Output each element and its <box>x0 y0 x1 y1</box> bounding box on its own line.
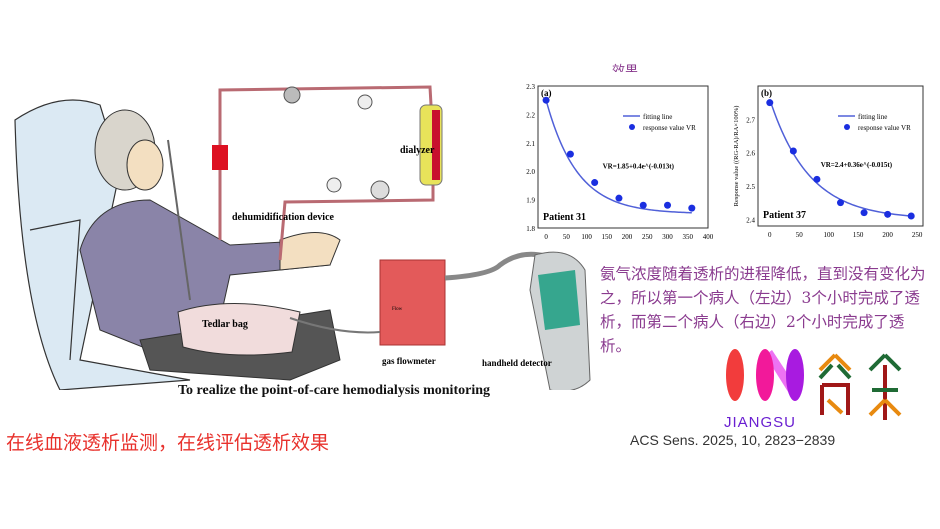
legend-response-value: response value VR <box>858 124 911 132</box>
pump-icon <box>283 86 301 104</box>
data-point <box>766 99 774 107</box>
y-tick-label: 2.1 <box>526 140 535 148</box>
label-dialyzer: dialyzer <box>400 145 435 156</box>
label-gas-flowmeter: gas flowmeter <box>382 356 436 366</box>
data-point <box>884 210 892 218</box>
patient <box>79 109 341 381</box>
patient-label: Patient 37 <box>763 210 806 221</box>
y-tick-label: 2.2 <box>526 111 535 119</box>
y-tick-label: 1.9 <box>526 197 535 205</box>
x-tick-label: 50 <box>796 231 804 239</box>
gas-flowmeter-box <box>379 259 446 346</box>
fit-line <box>545 99 692 214</box>
equation: VR=1.85+0.4e^(-0.013t) <box>603 162 675 170</box>
x-tick-label: 0 <box>768 231 772 239</box>
pressure-gauge-icon <box>326 177 342 193</box>
plot-frame <box>757 85 924 227</box>
x-tick-label: 200 <box>622 233 633 241</box>
label-flow: Flow <box>392 307 403 312</box>
gas-tube <box>444 251 546 281</box>
y-tick-label: 1.8 <box>526 225 535 233</box>
fit-line <box>769 99 912 217</box>
summary-text-left: 在线血液透析监测，在线评估透析效果 <box>6 432 330 454</box>
jiangsu-logo <box>726 349 902 420</box>
panel-label: (a) <box>541 88 552 98</box>
x-tick-label: 150 <box>602 233 613 241</box>
x-tick-label: 100 <box>823 231 834 239</box>
legend-fitting-line: fitting line <box>643 113 672 121</box>
clipped-heading: 效果 <box>612 64 639 72</box>
logo-mark <box>726 349 744 401</box>
x-tick-label: 0 <box>544 233 548 241</box>
x-tick-label: 150 <box>853 231 864 239</box>
y-tick-label: 2.4 <box>746 216 755 224</box>
legend-response-value: response value VR <box>643 124 696 132</box>
sample-tube <box>289 317 381 334</box>
data-point <box>813 175 821 183</box>
su-character-logo <box>818 353 902 420</box>
x-tick-label: 350 <box>683 233 694 241</box>
legend-marker <box>629 124 635 130</box>
data-point <box>591 179 599 187</box>
label-dehumidification: dehumidification device <box>232 212 335 223</box>
x-tick-label: 50 <box>563 233 571 241</box>
data-point <box>664 201 672 209</box>
legend-fitting-line: fitting line <box>858 113 887 121</box>
data-point <box>789 147 797 155</box>
logo-mark <box>786 349 804 401</box>
patient-label: Patient 31 <box>543 212 586 223</box>
dialyzer-blood-icon <box>432 110 440 180</box>
x-tick-label: 400 <box>703 233 714 241</box>
logo-text: JIANGSU <box>724 414 797 431</box>
equation: VR=2.4+0.36e^(-0.015t) <box>821 161 893 169</box>
data-point <box>542 96 550 104</box>
data-point <box>639 201 647 209</box>
logo-mark <box>756 349 774 401</box>
x-tick-label: 100 <box>581 233 592 241</box>
hemodialysis-illustration: dialyzer dehumidification device Tedlar … <box>14 85 591 390</box>
pressure-gauge-icon <box>357 94 373 110</box>
data-point <box>907 212 915 220</box>
handheld-detector <box>529 251 591 390</box>
label-handheld-detector: handheld detector <box>482 358 552 368</box>
data-point <box>688 204 696 212</box>
y-tick-label: 2.0 <box>526 168 535 176</box>
blood-pump-icon <box>370 180 390 200</box>
chart-a: 0 50 100 150 200 250 300 350 400 1.8 1.9 2.0 2.1 2.2 2… <box>526 83 714 241</box>
x-tick-label: 250 <box>642 233 653 241</box>
x-tick-label: 250 <box>912 231 923 239</box>
data-point <box>566 150 574 158</box>
plot-frame <box>537 85 709 229</box>
x-tick-label: 200 <box>882 231 893 239</box>
data-point <box>615 194 623 202</box>
y-tick-label: 2.7 <box>746 116 755 124</box>
y-tick-label: 2.3 <box>526 83 535 91</box>
legend-marker <box>844 124 850 130</box>
panel-label: (b) <box>761 88 772 98</box>
chart-b: 0 50 100 150 200 250 2.4 2.5 2.6 2.7 (b) fitting li… <box>733 85 924 239</box>
explanation-text: 氨气浓度随着透析的进程降低，直到没有变化为之，所以第一个病人（左边）3个小时完成… <box>600 265 926 355</box>
x-tick-label: 300 <box>662 233 673 241</box>
data-point <box>860 209 868 217</box>
label-tedlar-bag: Tedlar bag <box>202 319 248 330</box>
y-axis-label: Response value ((RG-RA)/RA×100%) <box>733 106 740 207</box>
illustration-caption: To realize the point-of-care hemodialysi… <box>178 383 490 398</box>
drip-chamber-icon <box>212 145 228 170</box>
citation: ACS Sens. 2025, 10, 2823−2839 <box>630 432 836 448</box>
y-tick-label: 2.5 <box>746 183 755 191</box>
data-point <box>837 199 844 207</box>
y-tick-label: 2.6 <box>746 150 755 158</box>
